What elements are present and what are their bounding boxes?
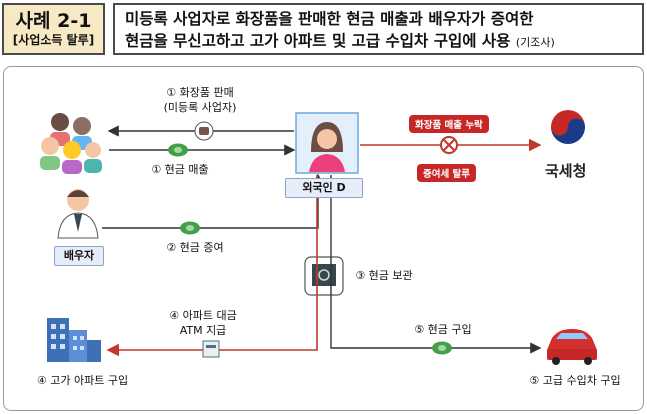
summary-line-1: 미등록 사업자로 화장품을 판매한 현금 매출과 배우자가 증여한	[125, 10, 534, 28]
prohibited-icon	[440, 136, 458, 154]
step1-cash-label: ① 현금 매출	[151, 163, 209, 176]
cash-icon	[432, 341, 452, 355]
nts-label: 국세청	[545, 162, 587, 180]
atm-card-icon	[202, 340, 220, 358]
step3-keep-label: ③ 현금 보관	[355, 269, 413, 282]
spouse-icon	[57, 189, 99, 239]
cosmetics-icon	[194, 121, 214, 141]
source-note: (기조사)	[515, 36, 555, 49]
apartment-building-icon	[47, 318, 101, 362]
step5-car-label: ⑤ 고급 수입차 구입	[529, 374, 621, 387]
case-badge: 사례 2-1 [사업소득 탈루]	[2, 3, 105, 55]
step1-sale-label: ① 화장품 판매 (미등록 사업자)	[163, 86, 237, 114]
car-purchase-arrow	[330, 175, 542, 354]
omit-sales-badge: 화장품 매출 누락	[409, 115, 489, 133]
cash-icon	[180, 221, 200, 235]
summary-line-2: 현금을 무신고하고 고가 아파트 및 고급 수입차 구입에 사용 (기조사)	[125, 32, 555, 50]
step4-payment-label: ④ 아파트 대금 ATM 지급	[169, 309, 237, 337]
step4-buy-label: ④ 고가 아파트 구입	[36, 374, 129, 387]
spouse-label: 배우자	[54, 246, 104, 266]
cash-icon	[168, 143, 188, 157]
diagram-panel	[3, 66, 644, 411]
safe-icon	[304, 256, 344, 296]
step2-gift-label: ② 현금 증여	[166, 241, 224, 254]
evade-gift-badge: 증여세 탈루	[417, 164, 477, 182]
case-summary: 미등록 사업자로 화장품을 판매한 현금 매출과 배우자가 증여한 현금을 무신…	[113, 3, 644, 55]
case-title: 사례 2-1	[15, 10, 92, 32]
nts-logo-icon	[551, 110, 585, 144]
foreigner-label: 외국인 D	[285, 178, 363, 198]
customers-icon	[40, 113, 102, 174]
car-icon	[547, 329, 597, 365]
case-tag: [사업소득 탈루]	[12, 33, 95, 47]
foreigner-icon	[295, 112, 359, 174]
apartment-arrow	[106, 175, 318, 357]
step5-buy-label: ⑤ 현금 구입	[414, 323, 472, 336]
